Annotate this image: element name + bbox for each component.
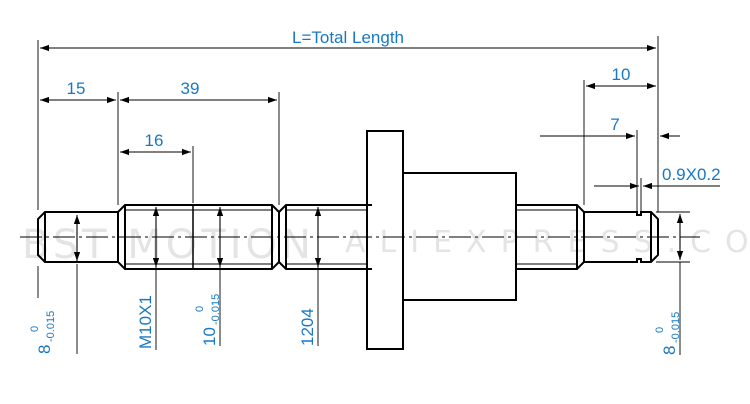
dim-16-label: 16 xyxy=(145,131,164,150)
diam-right-dimension: 0 8 -0.015 xyxy=(654,312,682,355)
diam-right-value: 8 xyxy=(660,346,679,355)
diam-mid-dimension: 0 10 -0.015 xyxy=(194,294,222,346)
extension-lines xyxy=(37,36,690,355)
thread-spec-label: M10X1 xyxy=(136,295,155,349)
dim-7-label: 7 xyxy=(610,115,619,134)
diam-left-tol-upper: 0 xyxy=(29,326,41,332)
diam-left-tol-lower: -0.015 xyxy=(45,311,57,342)
screw-spec-label: 1204 xyxy=(298,308,317,346)
diam-right-tol-upper: 0 xyxy=(654,327,666,333)
diam-left-dimension: 0 8 -0.015 xyxy=(29,311,57,354)
diam-mid-tol-lower: -0.015 xyxy=(210,294,222,325)
leader-lines xyxy=(155,267,319,350)
shaft-outline xyxy=(37,130,659,350)
dim-10-label: 10 xyxy=(612,65,631,84)
thread-lines xyxy=(125,205,577,269)
dim-39-label: 39 xyxy=(181,79,200,98)
thread-spec-dimension: M10X1 xyxy=(136,295,155,349)
diam-mid-tol-upper: 0 xyxy=(194,306,206,312)
total-length-label: L=Total Length xyxy=(292,28,404,47)
watermark-left: BST MOTION xyxy=(22,222,315,268)
groove-label: 0.9X0.2 xyxy=(662,165,721,184)
diam-right-tol-lower: -0.015 xyxy=(670,312,682,343)
dimension-lines xyxy=(40,44,720,267)
dim-15-label: 15 xyxy=(67,79,86,98)
watermark-right: ALIEXPRESS.COM xyxy=(345,225,750,260)
diam-mid-value: 10 xyxy=(200,327,219,346)
screw-spec-dimension: 1204 xyxy=(298,308,317,346)
diam-left-value: 8 xyxy=(35,345,54,354)
